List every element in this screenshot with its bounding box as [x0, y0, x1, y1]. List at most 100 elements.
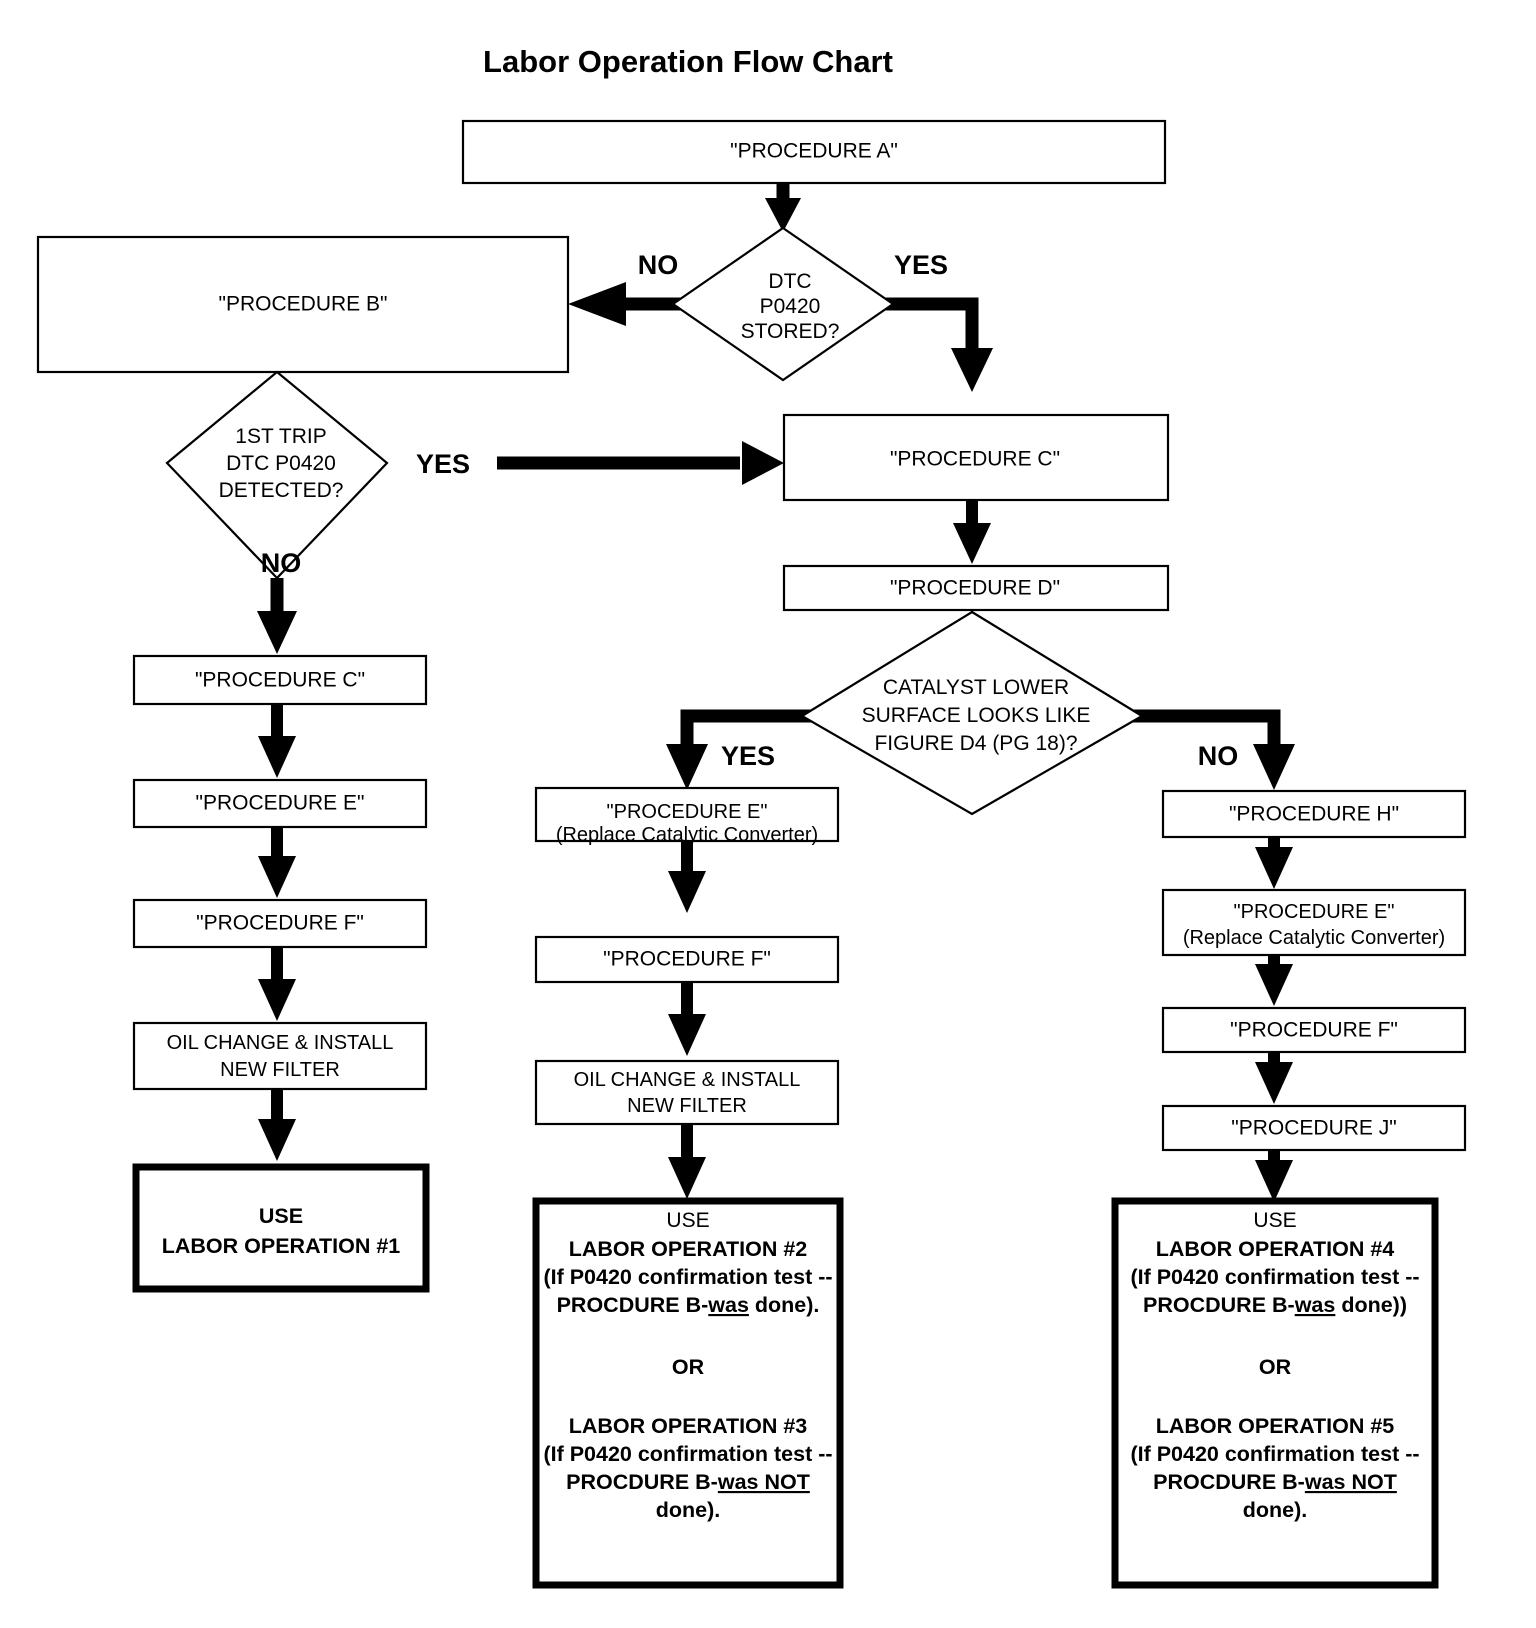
node-procedure-c-right-label: "PROCEDURE C"	[890, 448, 1060, 471]
node-oil-change-mid-line-2: NEW FILTER	[627, 1095, 747, 1117]
catalyst-line-2: SURFACE LOOKS LIKE	[862, 704, 1091, 727]
result4-line-2: LABOR OPERATION #4	[1156, 1237, 1395, 1261]
result4-line-8-underline: was NOT	[1304, 1470, 1397, 1494]
result4-line-3: (If P0420 confirmation test --	[1130, 1265, 1419, 1289]
result2-line-5-or: OR	[672, 1355, 705, 1379]
node-procedure-f-mid-label: "PROCEDURE F"	[603, 948, 771, 971]
node-procedure-e-right-line-2: (Replace Catalytic Converter)	[1183, 927, 1445, 949]
node-procedure-d[interactable]: "PROCEDURE D"	[782, 564, 1170, 612]
node-oil-change-left[interactable]: OIL CHANGE & INSTALL NEW FILTER	[132, 1021, 428, 1091]
first-trip-line-2: DTC P0420	[226, 452, 336, 475]
node-procedure-a[interactable]: "PROCEDURE A"	[461, 119, 1167, 185]
node-procedure-j[interactable]: "PROCEDURE J"	[1161, 1104, 1467, 1152]
node-oil-change-mid-line-1: OIL CHANGE & INSTALL	[574, 1069, 801, 1091]
result2-line-7: (If P0420 confirmation test --	[543, 1442, 832, 1466]
result4-line-4-a: PROCDURE B-	[1143, 1293, 1295, 1317]
node-catalyst-surface-decision[interactable]: CATALYST LOWER SURFACE LOOKS LIKE FIGURE…	[799, 610, 1145, 816]
result1-line-1: USE	[259, 1204, 303, 1228]
node-procedure-a-label: "PROCEDURE A"	[730, 140, 898, 163]
node-procedure-e-right-line-1: "PROCEDURE E"	[1234, 901, 1395, 923]
branch-label-dtc-no: NO	[638, 250, 679, 280]
node-first-trip-decision[interactable]: 1ST TRIP DTC P0420 DETECTED?	[165, 370, 389, 580]
edge-procc-to-procd	[953, 500, 991, 564]
node-result-labor-operation-2-3[interactable]: USE LABOR OPERATION #2 (If P0420 confirm…	[532, 1197, 844, 1589]
catalyst-line-3: FIGURE D4 (PG 18)?	[874, 732, 1077, 755]
node-procedure-d-label: "PROCEDURE D"	[890, 577, 1060, 600]
edge-procc-to-proce-left	[258, 703, 296, 778]
node-oil-change-left-line-2: NEW FILTER	[220, 1059, 340, 1081]
result2-line-4-underline: was	[707, 1293, 749, 1317]
result4-line-4-underline: was	[1294, 1293, 1336, 1317]
branch-label-catalyst-yes: YES	[721, 741, 775, 771]
node-result-labor-operation-4-5[interactable]: USE LABOR OPERATION #4 (If P0420 confirm…	[1111, 1197, 1439, 1589]
node-procedure-b-label: "PROCEDURE B"	[219, 293, 388, 316]
result2-line-4-b: done).	[749, 1293, 819, 1317]
node-procedure-e-left[interactable]: "PROCEDURE E"	[132, 778, 428, 829]
edge-proce-to-procf-rt	[1255, 955, 1293, 1006]
edge-proce-to-procf-left	[258, 826, 296, 898]
catalyst-line-1: CATALYST LOWER	[883, 676, 1069, 699]
node-procedure-e-right[interactable]: "PROCEDURE E" (Replace Catalytic Convert…	[1161, 888, 1467, 957]
edge-procf-to-oil-left	[258, 946, 296, 1021]
result4-line-5-or: OR	[1259, 1355, 1292, 1379]
edge-catalyst-yes	[666, 709, 843, 790]
result2-line-8: PROCDURE B-was NOT	[566, 1470, 810, 1494]
result4-line-8: PROCDURE B-was NOT	[1153, 1470, 1397, 1494]
branch-label-dtc-yes: YES	[894, 250, 948, 280]
result4-line-7: (If P0420 confirmation test --	[1130, 1442, 1419, 1466]
result1-line-2: LABOR OPERATION #1	[162, 1234, 401, 1258]
result4-line-6: LABOR OPERATION #5	[1156, 1414, 1395, 1438]
node-procedure-c-left[interactable]: "PROCEDURE C"	[132, 654, 428, 706]
edge-procf-to-procj-rt	[1255, 1052, 1293, 1104]
node-dtc-p0420-stored-decision[interactable]: DTC P0420 STORED?	[671, 226, 895, 382]
node-oil-change-mid[interactable]: OIL CHANGE & INSTALL NEW FILTER	[534, 1059, 840, 1126]
node-procedure-e-mid-line-2: (Replace Catalytic Converter)	[556, 824, 818, 846]
branch-label-catalyst-no: NO	[1198, 741, 1239, 771]
result4-line-4: PROCDURE B-was done))	[1143, 1293, 1407, 1317]
result4-line-8-a: PROCDURE B-	[1153, 1470, 1305, 1494]
node-procedure-j-label: "PROCEDURE J"	[1231, 1117, 1396, 1140]
node-procedure-f-left-label: "PROCEDURE F"	[196, 912, 364, 935]
node-procedure-h[interactable]: "PROCEDURE H"	[1161, 789, 1467, 839]
node-procedure-e-mid[interactable]: "PROCEDURE E" (Replace Catalytic Convert…	[534, 786, 840, 846]
dtc-decision-line-3: STORED?	[741, 320, 840, 343]
node-procedure-f-right-label: "PROCEDURE F"	[1230, 1019, 1398, 1042]
node-procedure-c-right[interactable]: "PROCEDURE C"	[782, 413, 1170, 502]
node-procedure-b[interactable]: "PROCEDURE B"	[36, 235, 570, 374]
node-procedure-e-mid-line-1: "PROCEDURE E"	[607, 801, 768, 823]
edge-firsttrip-no-to-procc-left	[257, 578, 297, 654]
node-oil-change-left-line-1: OIL CHANGE & INSTALL	[167, 1032, 394, 1054]
branch-label-first-trip-yes: YES	[416, 449, 470, 479]
edge-catalyst-no	[1102, 709, 1295, 790]
result2-line-6: LABOR OPERATION #3	[569, 1414, 808, 1438]
result4-line-1: USE	[1253, 1209, 1296, 1232]
node-result-labor-operation-1[interactable]: USE LABOR OPERATION #1	[132, 1163, 430, 1293]
result2-line-2: LABOR OPERATION #2	[569, 1237, 808, 1261]
edge-oil-to-result2	[668, 1124, 706, 1199]
page-title: Labor Operation Flow Chart	[483, 44, 893, 79]
node-procedure-f-right[interactable]: "PROCEDURE F"	[1161, 1006, 1467, 1054]
node-procedure-e-left-label: "PROCEDURE E"	[196, 792, 365, 815]
dtc-decision-line-2: P0420	[760, 295, 821, 318]
result4-line-4-b: done))	[1335, 1293, 1407, 1317]
edge-proch-to-proce-rt	[1255, 837, 1293, 889]
edge-proca-to-dtc	[765, 176, 801, 232]
result2-line-1: USE	[666, 1209, 709, 1232]
first-trip-line-3: DETECTED?	[219, 479, 344, 502]
first-trip-line-1: 1ST TRIP	[235, 425, 326, 448]
edge-firsttrip-yes-to-procc	[497, 441, 784, 485]
edge-proce-to-procf-mid	[668, 840, 706, 913]
edge-procf-to-oil-mid	[668, 982, 706, 1056]
branch-label-first-trip-no: NO	[261, 548, 302, 578]
result4-line-9: done).	[1243, 1498, 1308, 1522]
node-procedure-h-label: "PROCEDURE H"	[1229, 803, 1399, 826]
edge-dtc-yes-to-procc	[866, 297, 993, 392]
node-procedure-f-left[interactable]: "PROCEDURE F"	[132, 898, 428, 949]
result2-line-8-a: PROCDURE B-	[566, 1470, 718, 1494]
result2-line-8-underline: was NOT	[717, 1470, 810, 1494]
node-procedure-f-mid[interactable]: "PROCEDURE F"	[534, 935, 840, 984]
result2-line-9: done).	[656, 1498, 721, 1522]
result2-line-4-a: PROCDURE B-	[557, 1293, 709, 1317]
